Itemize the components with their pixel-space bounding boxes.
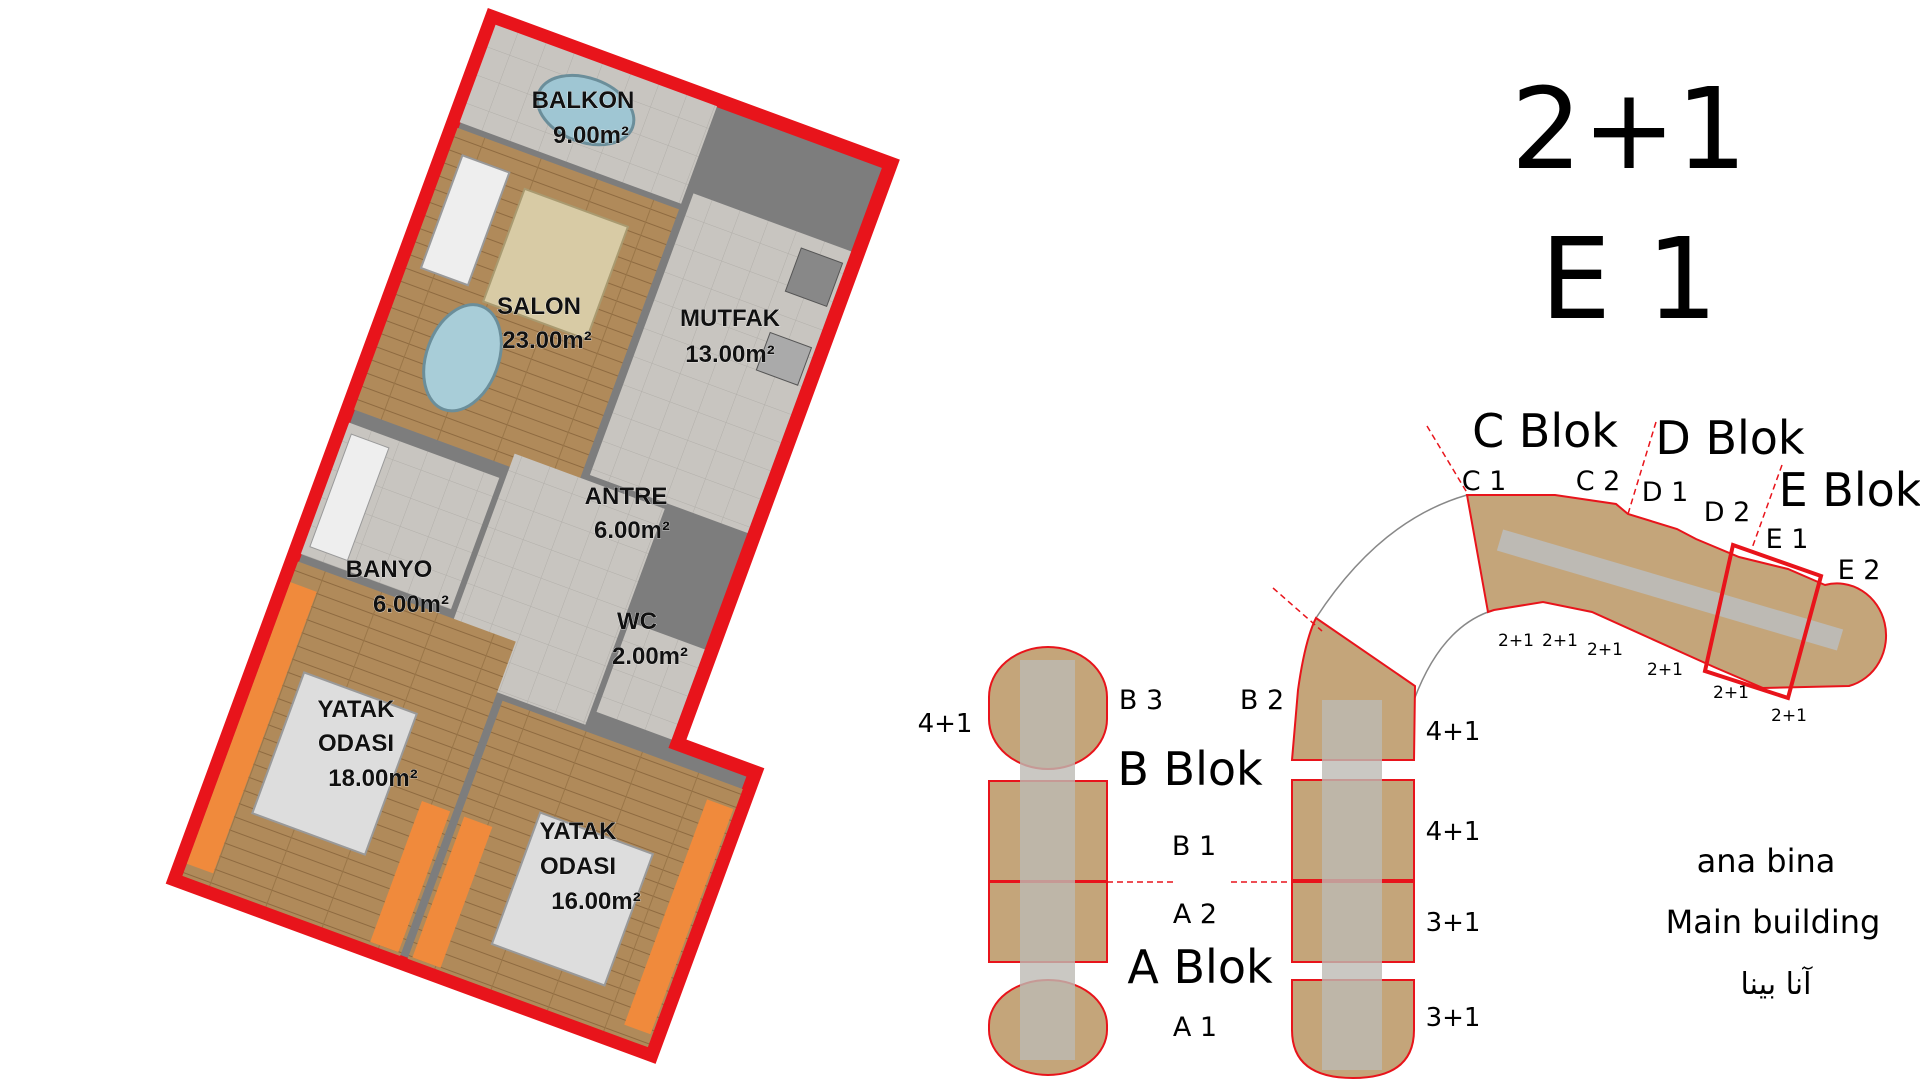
- balcony-table-icon: [535, 73, 636, 147]
- block-divider-lines: [1107, 421, 1783, 883]
- room-area-salon: 23.00m²: [502, 327, 591, 354]
- apartment-type-title: 2+1: [1511, 65, 1747, 195]
- unit-label-a1: A 1: [1173, 1012, 1217, 1043]
- selected-unit-highlight: [1702, 542, 1824, 701]
- site-arc-line: [1413, 611, 1489, 701]
- type-label: 3+1: [1426, 1003, 1481, 1033]
- type-label: 4+1: [918, 709, 973, 739]
- unit-label-d2: D 2: [1704, 497, 1751, 528]
- type-label: 2+1: [1771, 706, 1807, 726]
- room-wc: [596, 621, 705, 740]
- apartment-floor-plan: [165, 8, 900, 1064]
- site-arc-line: [1315, 494, 1468, 619]
- unit-label-d1: D 1: [1642, 477, 1689, 508]
- room-mutfak: [589, 193, 852, 533]
- legend-turkish: ana bina: [1697, 842, 1836, 880]
- room-label-wc: WC: [617, 608, 657, 635]
- sink-icon: [755, 331, 813, 386]
- unit-label-b3: B 3: [1119, 685, 1163, 716]
- window-strip: [370, 801, 451, 953]
- window-strip: [186, 582, 317, 874]
- site-corridor: [1020, 660, 1075, 1060]
- room-label-mutfak: MUTFAK: [680, 305, 781, 332]
- room-label-yatak-2: YATAK: [540, 818, 618, 845]
- block-label-a: A Blok: [1127, 940, 1273, 994]
- sofa-icon: [419, 154, 511, 287]
- unit-label-e1: E 1: [1766, 524, 1809, 555]
- unit-label-c2: C 2: [1576, 466, 1621, 497]
- block-label-e: E Blok: [1779, 463, 1920, 517]
- room-area-banyo: 6.00m²: [373, 591, 449, 618]
- room-area-antre: 6.00m²: [594, 517, 670, 544]
- room-area-balkon: 9.00m²: [553, 122, 629, 149]
- window-strip: [624, 799, 734, 1035]
- room-area-yatak-1: 18.00m²: [328, 765, 417, 792]
- room-label-banyo: BANYO: [346, 556, 433, 583]
- rug-icon: [481, 187, 630, 341]
- unit-label-a2: A 2: [1173, 899, 1217, 930]
- room-area-wc: 2.00m²: [612, 643, 688, 670]
- bed-icon: [251, 671, 419, 856]
- legend-english: Main building: [1666, 903, 1881, 941]
- room-label-yatak-1: YATAK: [318, 696, 396, 723]
- block-label-c: C Blok: [1472, 404, 1618, 458]
- site-labels: C Blok D Blok E Blok B Blok A Blok C 1 C…: [918, 404, 1920, 1043]
- type-label: 3+1: [1426, 908, 1481, 938]
- site-plan: [988, 421, 1888, 1080]
- bed-icon: [490, 811, 655, 987]
- room-area-yatak-2: 16.00m²: [551, 888, 640, 915]
- unit-label-e2: E 2: [1838, 555, 1881, 586]
- room-area-mutfak: 13.00m²: [685, 341, 774, 368]
- block-label-b: B Blok: [1117, 742, 1263, 796]
- legend-arabic: آنا بينا: [1741, 966, 1814, 1002]
- type-label: 2+1: [1542, 631, 1578, 651]
- dining-table-icon: [422, 303, 503, 413]
- type-label: 2+1: [1498, 631, 1534, 651]
- room-label-salon: SALON: [497, 293, 581, 320]
- block-label-d: D Blok: [1655, 411, 1805, 465]
- room-label-antre: ANTRE: [585, 483, 668, 510]
- window-strip: [412, 816, 493, 968]
- type-label: 2+1: [1647, 660, 1683, 680]
- unit-title: E 1: [1540, 215, 1718, 345]
- type-label: 2+1: [1587, 640, 1623, 660]
- room-label-yatak-1b: ODASI: [318, 730, 394, 757]
- site-corridor: [1496, 529, 1844, 651]
- type-label: 2+1: [1713, 683, 1749, 703]
- unit-label-b2: B 2: [1240, 685, 1284, 716]
- room-label-balkon: BALKON: [532, 87, 635, 114]
- type-label: 4+1: [1426, 717, 1481, 747]
- unit-label-b1: B 1: [1172, 831, 1216, 862]
- bathtub-icon: [309, 433, 390, 562]
- stove-icon: [784, 247, 844, 308]
- room-labels: BALKON 9.00m² SALON 23.00m² MUTFAK 13.00…: [317, 87, 781, 916]
- type-label: 4+1: [1426, 817, 1481, 847]
- unit-label-c1: C 1: [1462, 466, 1507, 497]
- room-label-yatak-2b: ODASI: [540, 853, 616, 880]
- site-corridor: [1322, 700, 1382, 1070]
